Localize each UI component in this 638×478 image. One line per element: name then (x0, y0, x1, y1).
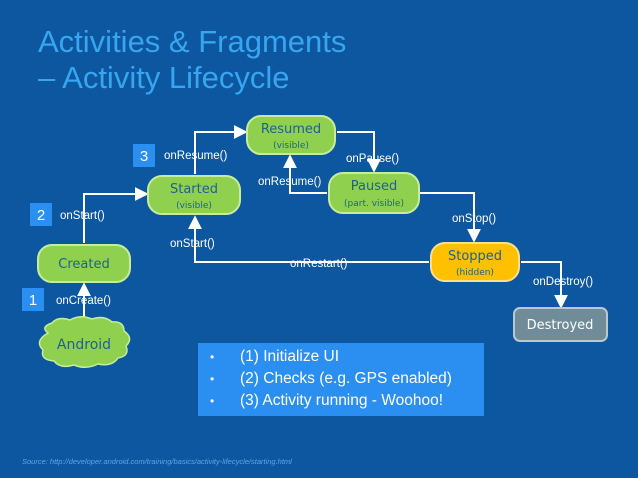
started-label: Started (170, 182, 218, 197)
summary-item-text: (3) Activity running - Woohoo! (240, 392, 444, 409)
step-badge-1: 1 (22, 288, 44, 311)
destroyed-label: Destroyed (527, 318, 594, 333)
step-badge-3: 3 (133, 144, 155, 167)
step-badge-1-number: 1 (29, 292, 37, 309)
summary-item-text: (2) Checks (e.g. GPS enabled) (240, 370, 452, 387)
slide-title-line-1: Activities & Fragments (38, 24, 347, 59)
summary-item-text: (1) Initialize UI (240, 348, 340, 365)
created-node: Created (37, 244, 131, 283)
arrow-stopped-to-started (188, 215, 429, 263)
arrow-stopped-to-destroyed (521, 261, 568, 309)
resumed-node: Resumed (visible) (246, 115, 336, 155)
started-sublabel: (visible) (176, 201, 212, 211)
step-badge-3-number: 3 (140, 148, 148, 165)
android-cloud-shape (38, 316, 131, 368)
on-restart-label: onRestart() (290, 258, 348, 270)
bullet-dot: • (210, 394, 215, 408)
summary-box: • (1) Initialize UI • (2) Checks (e.g. G… (198, 343, 484, 416)
source-citation: Source: http://developer.android.com/tra… (22, 457, 292, 466)
on-start-label-2: onStart() (170, 238, 215, 250)
on-create-label: onCreate() (56, 295, 111, 307)
resumed-label: Resumed (261, 122, 321, 137)
on-stop-label: onStop() (452, 213, 496, 225)
paused-sublabel: (part. visible) (344, 199, 404, 209)
arrow-created-to-started (83, 187, 149, 243)
started-node: Started (visible) (147, 175, 241, 215)
stopped-node: Stopped (hidden) (430, 242, 520, 282)
android-label: Android (57, 337, 111, 353)
android-node: Android (38, 316, 131, 368)
stopped-label: Stopped (448, 249, 502, 264)
on-destroy-label: onDestroy() (533, 276, 593, 288)
paused-node: Paused (part. visible) (328, 172, 420, 214)
on-start-label-1: onStart() (60, 210, 105, 222)
bullet-dot: • (210, 372, 215, 386)
summary-item: • (1) Initialize UI (210, 346, 484, 368)
on-pause-label: onPause() (346, 153, 399, 165)
created-label: Created (58, 257, 109, 272)
step-badge-2: 2 (30, 203, 52, 226)
paused-label: Paused (351, 179, 397, 194)
on-resume-label-2: onResume() (258, 176, 321, 188)
step-badge-2-number: 2 (37, 207, 45, 224)
on-resume-label-1: onResume() (164, 150, 227, 162)
bullet-dot: • (210, 350, 215, 364)
summary-item: • (3) Activity running - Woohoo! (210, 390, 484, 412)
arrow-paused-to-stopped (400, 192, 481, 243)
slide-title-line-2: – Activity Lifecycle (38, 60, 290, 95)
resumed-sublabel: (visible) (273, 141, 309, 151)
arrow-resumed-to-paused (337, 131, 381, 173)
summary-item: • (2) Checks (e.g. GPS enabled) (210, 368, 484, 390)
arrow-started-to-resumed (194, 125, 248, 174)
destroyed-node: Destroyed (513, 307, 608, 342)
arrow-paused-to-resumed (283, 154, 327, 194)
stopped-sublabel: (hidden) (456, 268, 494, 278)
